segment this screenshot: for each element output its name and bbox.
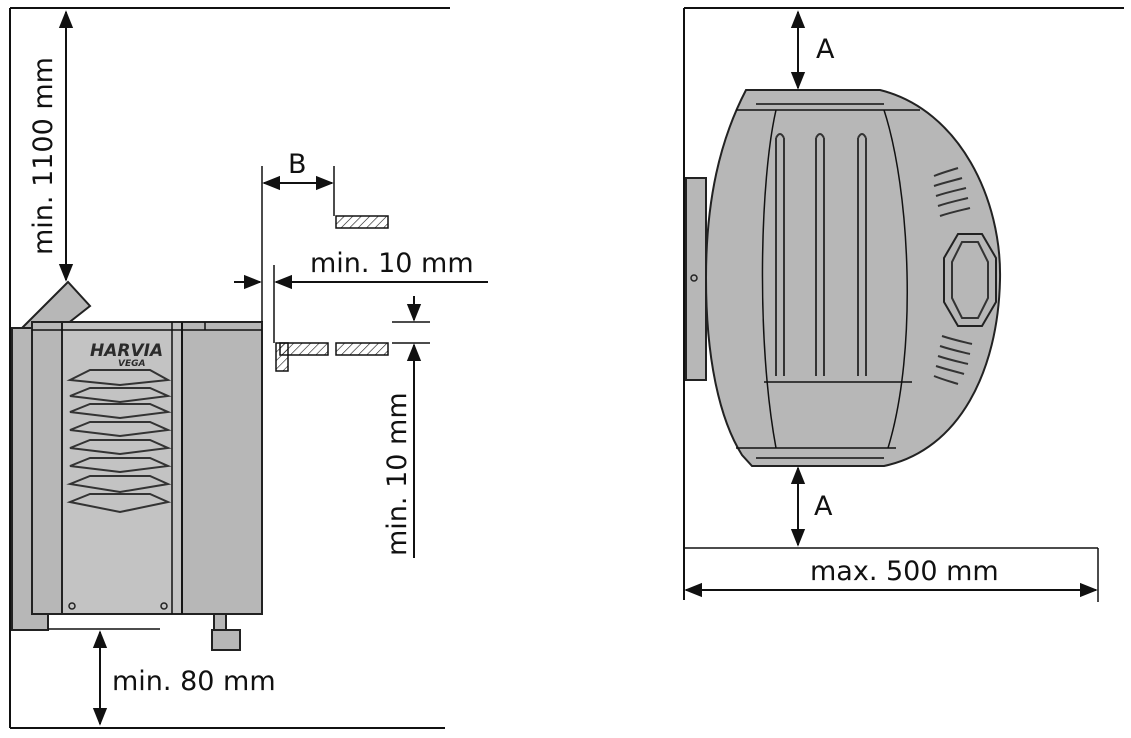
front-vents-upper	[933, 167, 971, 217]
top-clearance-a-label: A	[816, 34, 835, 65]
heater-brand-logo: HARVIA	[90, 341, 163, 361]
side-view: HARVIA VEGA min. 1100 mm min.	[9, 7, 488, 729]
mounting-plate	[685, 177, 707, 381]
heater-front	[685, 89, 1002, 467]
heater-foot-base	[211, 629, 241, 651]
max-width-label: max. 500 mm	[810, 556, 999, 587]
heater-model-logo: VEGA	[118, 359, 146, 369]
control-panel-hexagon	[943, 233, 997, 327]
bench-gap-label: min. 10 mm	[382, 392, 413, 556]
wall-gap-label: min. 10 mm	[310, 248, 474, 279]
lower-bench-edge	[275, 342, 289, 372]
bench-distance-label: B	[288, 149, 307, 180]
top-clearance-label: min. 1100 mm	[28, 57, 59, 255]
top-view: A A max. 500 mm	[683, 7, 1124, 602]
heater-vents	[66, 369, 172, 514]
front-vents-lower	[933, 335, 973, 385]
heater-side: HARVIA VEGA	[11, 280, 263, 651]
heater-front-body	[704, 89, 1002, 467]
bottom-clearance-a-label: A	[814, 491, 833, 522]
bottom-clearance-label: min. 80 mm	[112, 666, 276, 697]
lower-bench-right	[335, 342, 389, 356]
upper-bench	[335, 215, 389, 229]
